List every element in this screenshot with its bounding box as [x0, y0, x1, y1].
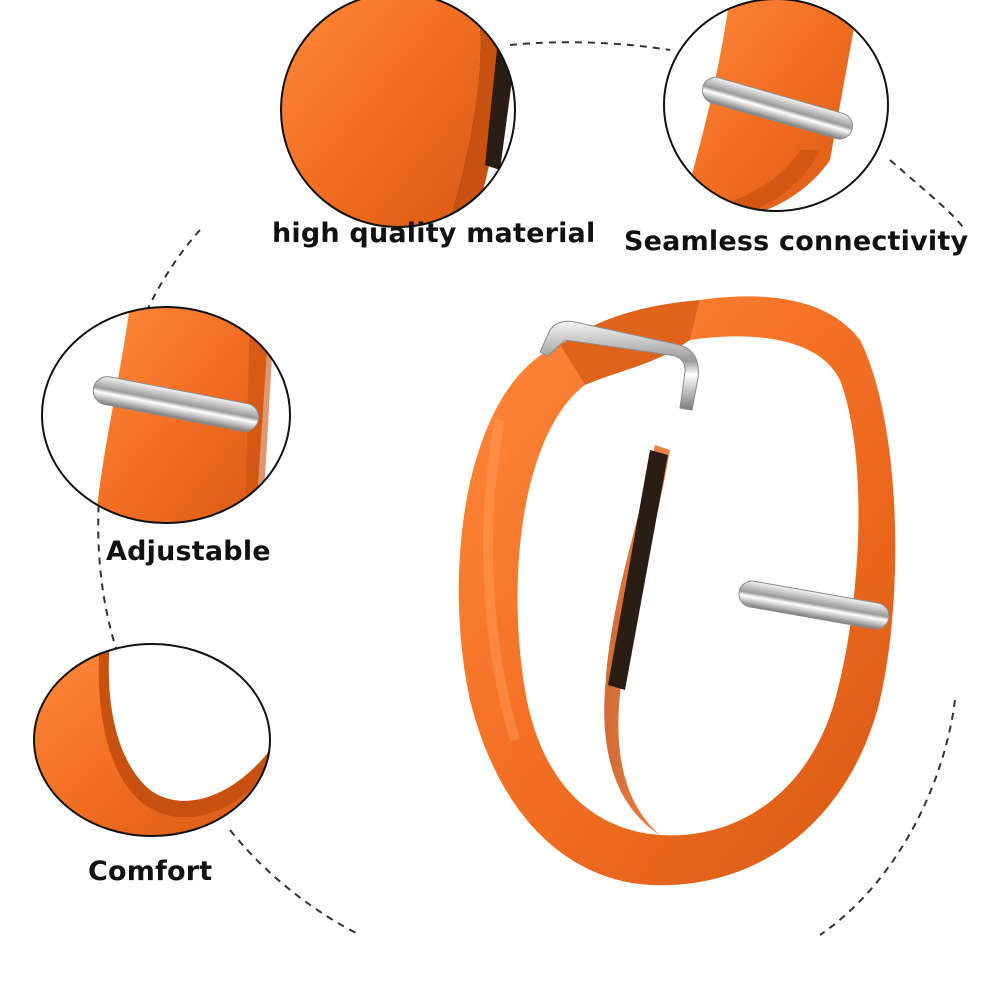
main-band: [458, 296, 896, 886]
detail-circle-seamless: [663, 0, 889, 212]
detail-circle-material: [280, 0, 516, 228]
feature-label-comfort: Comfort: [88, 856, 213, 887]
feature-label-material: high quality material: [272, 218, 596, 249]
feature-label-seamless: Seamless connectivity: [624, 226, 969, 257]
detail-circle-adjustable: [41, 306, 291, 524]
detail-circle-comfort: [33, 643, 271, 837]
feature-label-adjustable: Adjustable: [106, 536, 271, 567]
